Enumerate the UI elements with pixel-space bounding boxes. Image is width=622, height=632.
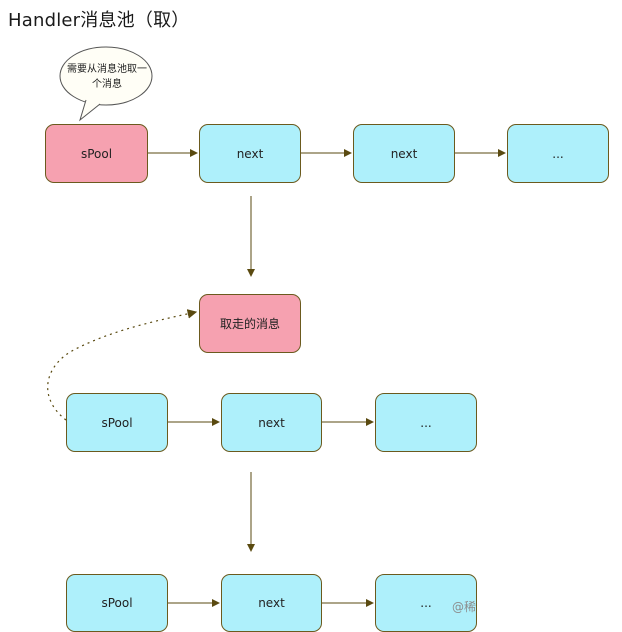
node-spool-r2: sPool (66, 393, 168, 452)
node-next-r3: next (221, 574, 322, 632)
node-spool-r3: sPool (66, 574, 168, 632)
node-ellipsis-r3: ... (375, 574, 477, 632)
node-ellipsis-r2: ... (375, 393, 477, 452)
node-taken-message: 取走的消息 (199, 294, 301, 353)
diagram-title: Handler消息池（取） (8, 10, 190, 31)
node-next-r1-1: next (199, 124, 301, 183)
node-spool-r1: sPool (45, 124, 148, 183)
node-next-r1-2: next (353, 124, 455, 183)
speech-bubble (59, 46, 153, 122)
dotted-curve (47, 309, 198, 421)
bubble-text: 需要从消息池取一个消息 (67, 64, 147, 90)
node-next-r2: next (221, 393, 322, 452)
watermark: @稀 (452, 600, 477, 614)
node-ellipsis-r1: ... (507, 124, 609, 183)
